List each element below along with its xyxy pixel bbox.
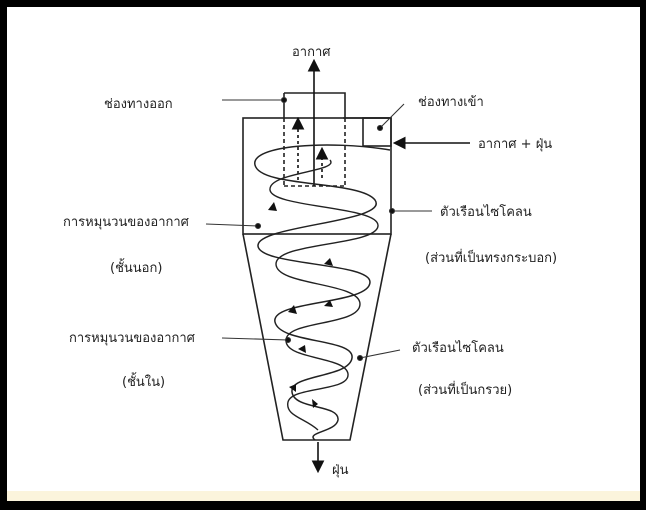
cone-section: [242, 233, 392, 441]
air-out-arrows: [291, 58, 329, 186]
label-air-out: อากาศ: [292, 45, 331, 60]
label-inner-vortex: การหมุนวนของอากาศ: [69, 331, 196, 346]
label-cylinder-body-sub: (ส่วนที่เป็นทรงกระบอก): [425, 248, 557, 266]
label-inner-vortex-sub: (ชั้นใน): [122, 372, 165, 390]
leader-lines: [205, 96, 432, 362]
label-cone-body-sub: (ส่วนที่เป็นกรวย): [418, 380, 512, 398]
flow-arrowheads: [268, 202, 333, 408]
inner-vortex-path: [269, 159, 379, 431]
label-inlet: ช่องทางเข้า: [418, 95, 484, 110]
label-outer-vortex-sub: (ชั้นนอก): [110, 258, 162, 276]
cylinder-section: [242, 117, 392, 235]
label-outlet: ช่องทางออก: [104, 97, 173, 112]
label-air-dust-in: อากาศ + ฝุ่น: [478, 137, 552, 152]
outer-vortex-path: [254, 144, 391, 441]
label-outer-vortex: การหมุนวนของอากาศ: [63, 215, 190, 230]
label-dust-out: ฝุ่น: [332, 463, 349, 478]
label-cylinder-body: ตัวเรือนไซโคลน: [440, 204, 532, 220]
outlet-pipe: [283, 92, 392, 187]
bottom-band: [7, 491, 640, 501]
label-cone-body: ตัวเรือนไซโคลน: [412, 340, 504, 356]
